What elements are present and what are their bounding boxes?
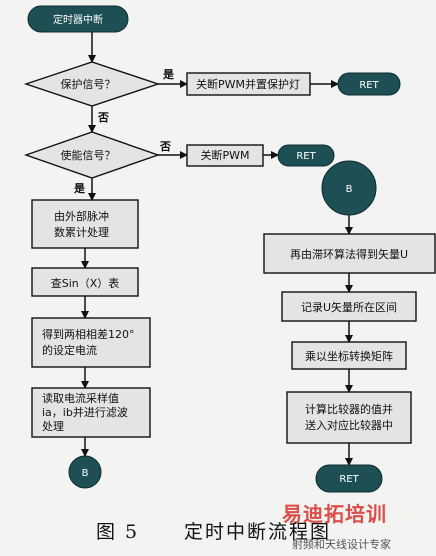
process-multiply: 乘以坐标转换矩阵 [291,341,407,370]
process-sampling-line-2: ia，ib并进行滤波 [42,405,128,419]
process-enable-action: 关断PWM [186,144,264,167]
watermark-subtitle: 射频和天线设计专家 [292,538,391,551]
ret-terminal-1-label: RET [359,80,379,91]
process-currents-line-1: 得到两相相差120° [42,327,135,341]
connector-b-in: B [321,160,377,216]
figure-caption: 图 5 定时中断流程图 [0,515,436,549]
connector-b-in-label: B [346,184,353,195]
process-protect-label: 关断PWM并置保护灯 [196,77,300,91]
process-sin-label: 查Sin（X）表 [51,276,120,290]
process-pulse-line-1: 由外部脉冲 [54,209,109,223]
process-sin-table: 查Sin（X）表 [31,267,139,297]
ret-terminal-3-label: RET [339,474,359,485]
edge-label-no-protect: 否 [97,111,109,124]
ret-terminal-2-label: RET [296,151,316,162]
process-currents: 得到两相相差120° 的设定电流 [31,317,151,368]
watermark-logo-text: 易迪拓培训 [282,502,387,526]
connector-b-out-label: B [82,468,89,479]
process-enable-label: 关断PWM [200,148,249,162]
ret-terminal-3: RET [315,464,383,493]
process-compare: 计算比较器的值并 送入对应比较器中 [286,391,412,444]
process-sampling-line-1: 读取电流采样值 [42,391,119,405]
process-sampling: 读取电流采样值 ia，ib并进行滤波 处理 [31,387,151,438]
ret-terminal-1: RET [337,72,401,96]
figure-number: 图 5 [96,521,140,543]
edge-label-no-enable: 否 [159,140,171,153]
connector-b-out: B [68,455,102,489]
process-protect-action: 关断PWM并置保护灯 [186,72,311,96]
decision-protect-label: 保护信号？ [61,77,116,91]
process-compare-line-1: 计算比较器的值并 [305,402,393,416]
start-terminal: 定时器中断 [27,5,129,33]
ret-terminal-2: RET [277,144,335,167]
process-record-u: 记录U矢量所在区间 [281,291,417,322]
process-hysteresis: 再由滞环算法得到矢量U [263,233,436,274]
edge-label-yes-enable: 是 [73,182,86,195]
process-multiply-label: 乘以坐标转换矩阵 [305,349,393,363]
decision-protect: 保护信号？ [23,61,161,107]
process-compare-line-2: 送入对应比较器中 [305,418,393,432]
edge-label-yes-protect: 是 [162,68,175,81]
process-hysteresis-label: 再由滞环算法得到矢量U [290,247,408,261]
decision-enable: 使能信号？ [23,131,161,179]
process-pulse-count: 由外部脉冲 数累计处理 [31,199,139,249]
process-record-label: 记录U矢量所在区间 [301,300,397,314]
process-pulse-line-2: 数累计处理 [54,226,109,239]
process-currents-line-2: 的设定电流 [42,343,97,357]
process-sampling-line-3: 处理 [42,420,64,433]
figure-title: 定时中断流程图 [184,521,332,543]
edges [81,32,353,466]
start-label: 定时器中断 [53,13,103,26]
decision-enable-label: 使能信号？ [61,148,116,162]
